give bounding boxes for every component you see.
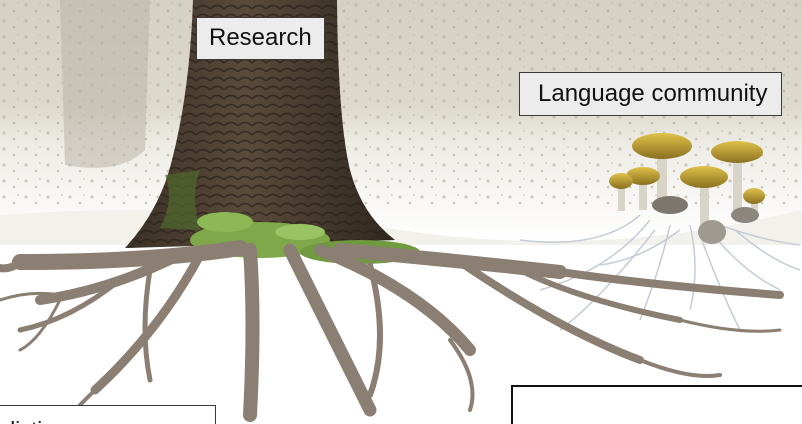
research-label: Research <box>196 17 325 60</box>
background-tree <box>60 0 150 168</box>
partial-arrow-glyph: ← <box>334 406 372 424</box>
empty-label-box <box>511 385 802 424</box>
dictionary-label: dictionary <box>0 405 216 424</box>
language-community-label: Language community <box>519 72 782 116</box>
